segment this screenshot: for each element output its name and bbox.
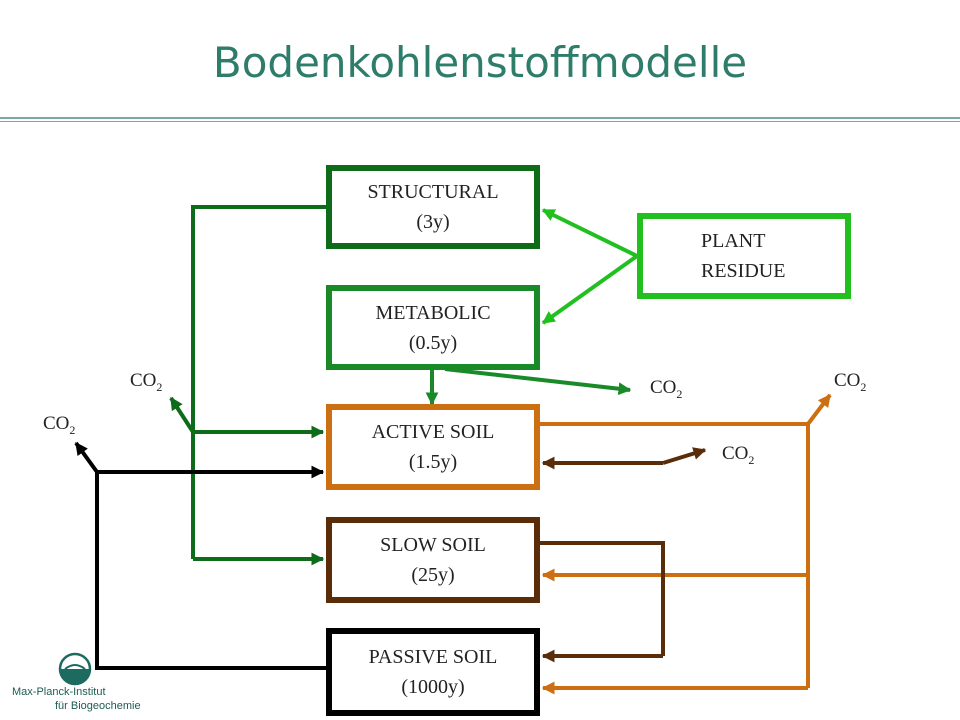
metabolic-pool-label: METABOLIC [375, 301, 491, 324]
co2-label-structural: CO2 [130, 370, 163, 394]
active-soil-flows [540, 393, 832, 695]
slow-soil-flows [540, 447, 707, 663]
structural-pool-box: STRUCTURAL (3y) [326, 165, 540, 249]
max-planck-emblem-icon [58, 652, 92, 686]
passive-soil-box: PASSIVE SOIL (1000y) [326, 628, 540, 716]
co2-label-metabolic: CO2 [650, 377, 683, 401]
plant-residue-flows [541, 208, 639, 325]
structural-pool-label: STRUCTURAL [367, 181, 499, 203]
slow-soil-label: SLOW SOIL [380, 534, 486, 556]
active-soil-label: ACTIVE SOIL [371, 421, 495, 443]
plant-residue-label-line1: PLANT [701, 230, 766, 252]
logo-text-line1: Max-Planck-Institut [12, 686, 106, 698]
plant-residue-label-line2: RESIDUE [701, 260, 786, 282]
structural-pool-time: (3y) [416, 211, 450, 233]
title-divider-thin [0, 121, 960, 122]
title-divider [0, 117, 960, 119]
page-title: Bodenkohlenstoffmodelle [212, 38, 748, 87]
passive-soil-label: PASSIVE SOIL [368, 646, 498, 668]
logo-text-line2: für Biogeochemie [55, 700, 141, 712]
passive-soil-flows [74, 441, 328, 670]
metabolic-flows [425, 367, 632, 406]
structural-flows [169, 205, 328, 566]
active-soil-time: (1.5y) [408, 451, 458, 473]
max-planck-logo: Max-Planck-Institut für Biogeochemie [10, 652, 150, 714]
co2-label-slow: CO2 [722, 443, 755, 467]
metabolic-pool-box: METABOLIC (0.5y) [326, 285, 540, 370]
co2-label-passive: CO2 [43, 413, 76, 437]
metabolic-pool-time: (0.5y) [408, 331, 458, 354]
slow-soil-time: (25y) [411, 564, 455, 586]
active-soil-box: ACTIVE SOIL (1.5y) [326, 404, 540, 490]
passive-soil-time: (1000y) [401, 676, 465, 698]
slow-soil-box: SLOW SOIL (25y) [326, 517, 540, 603]
plant-residue-box: PLANT RESIDUE [637, 213, 851, 299]
co2-label-active: CO2 [834, 370, 867, 394]
